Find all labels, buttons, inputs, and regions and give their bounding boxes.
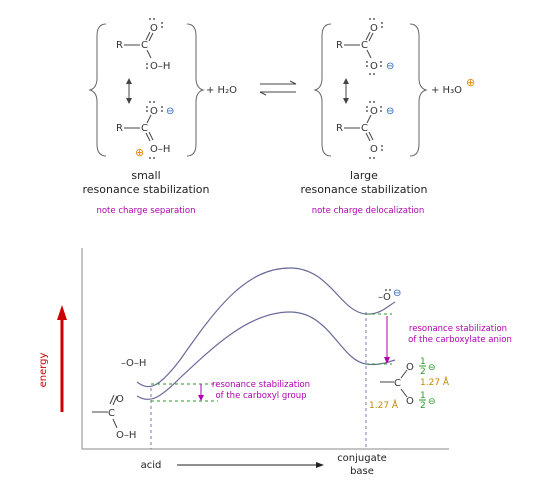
x-label-conjugate: conjugate	[337, 453, 387, 464]
right-caption-line1: large	[350, 169, 378, 182]
left-brace-close	[186, 23, 205, 157]
mol2-c: C	[141, 123, 148, 134]
energy-diagram: energy acid conjugate base resonance sta…	[38, 248, 512, 477]
right-resonance-group: R C O O ⊖ R C O ⊖ O	[300, 18, 428, 216]
hydronium-charge: ⊕	[466, 76, 475, 89]
carboxylate-structure: C O O 1 2 ⊖ 1 2 ⊖ 1.27 Å 1.27 Å	[369, 357, 450, 411]
left-caption-line2: resonance stabilization	[82, 183, 209, 196]
upper-energy-curve	[136, 267, 396, 388]
rmol2-lone-pairs	[366, 101, 383, 159]
rmol1-o-bottom: O	[370, 61, 378, 72]
rmol1-c: C	[361, 40, 368, 51]
plus-hydronium: + H₃O	[431, 85, 462, 96]
rmol2-c: C	[361, 123, 368, 134]
rmol2-minus: ⊖	[386, 106, 394, 117]
svg-text:O–H: O–H	[116, 430, 136, 441]
lower-energy-curve	[136, 311, 396, 400]
mol2-plus: ⊕	[135, 146, 144, 159]
rmol1-minus: ⊖	[386, 61, 394, 72]
rmol2-o-top: O	[370, 106, 378, 117]
annotation-left-line2: of the carboxyl group	[215, 391, 306, 401]
rmol2-o-bottom: O	[370, 144, 378, 155]
mol1-o-top: O	[150, 23, 158, 34]
mol2-lone-pairs	[146, 101, 163, 159]
svg-text:C: C	[108, 408, 115, 419]
left-caption-line1: small	[131, 169, 160, 182]
annotation-left-line1: resonance stabilization	[212, 380, 310, 390]
left-resonance-group: R C O O–H R C O ⊖ ⊕ O–H	[82, 18, 210, 216]
rmol1-r: R	[336, 40, 343, 51]
base-species-charge: ⊖	[393, 288, 401, 299]
annotation-right-line1: resonance stabilization	[409, 324, 507, 334]
base-species-label: –O	[378, 292, 391, 303]
svg-text:1: 1	[420, 357, 426, 367]
svg-text:2: 2	[420, 367, 426, 377]
svg-text:C: C	[394, 378, 401, 389]
mol1-r: R	[116, 40, 123, 51]
left-note: note charge separation	[96, 206, 195, 216]
energy-arrow-head	[57, 305, 67, 320]
rmol1-lone-pairs	[366, 18, 383, 75]
right-brace-open	[313, 23, 332, 157]
svg-text:2: 2	[420, 401, 426, 411]
right-note: note charge delocalization	[312, 206, 425, 216]
energy-axis-label: energy	[38, 352, 49, 387]
mol1-lone-pairs	[146, 18, 163, 69]
base-species-lone-pairs	[385, 289, 391, 291]
annotation-right-line2: of the carboxylate anion	[408, 335, 512, 345]
mol2-oh: O–H	[150, 144, 170, 155]
acid-structure: O C O–H	[92, 394, 136, 441]
plus-water: + H₂O	[206, 85, 237, 96]
mol2-minus: ⊖	[166, 106, 174, 117]
svg-text:⊖: ⊖	[428, 397, 436, 407]
svg-text:O: O	[406, 396, 414, 407]
x-label-base: base	[350, 466, 374, 477]
right-caption-line2: resonance stabilization	[300, 183, 427, 196]
x-label-acid: acid	[141, 460, 162, 471]
svg-text:1.27 Å: 1.27 Å	[420, 376, 450, 388]
right-brace-close	[409, 23, 428, 157]
equilibrium-arrows	[259, 80, 297, 96]
svg-text:1.27 Å: 1.27 Å	[369, 399, 399, 411]
mol2-r: R	[116, 123, 123, 134]
mol1-oh: O–H	[150, 61, 170, 72]
rmol1-o-top: O	[370, 23, 378, 34]
svg-text:⊖: ⊖	[428, 363, 436, 373]
svg-text:1: 1	[420, 391, 426, 401]
acid-species-label: –O–H	[121, 358, 146, 369]
rmol2-r: R	[336, 123, 343, 134]
svg-text:O: O	[116, 394, 124, 405]
left-brace-open	[88, 23, 107, 157]
mol2-o-top: O	[150, 106, 158, 117]
svg-text:O: O	[406, 362, 414, 373]
mol1-c: C	[141, 40, 148, 51]
